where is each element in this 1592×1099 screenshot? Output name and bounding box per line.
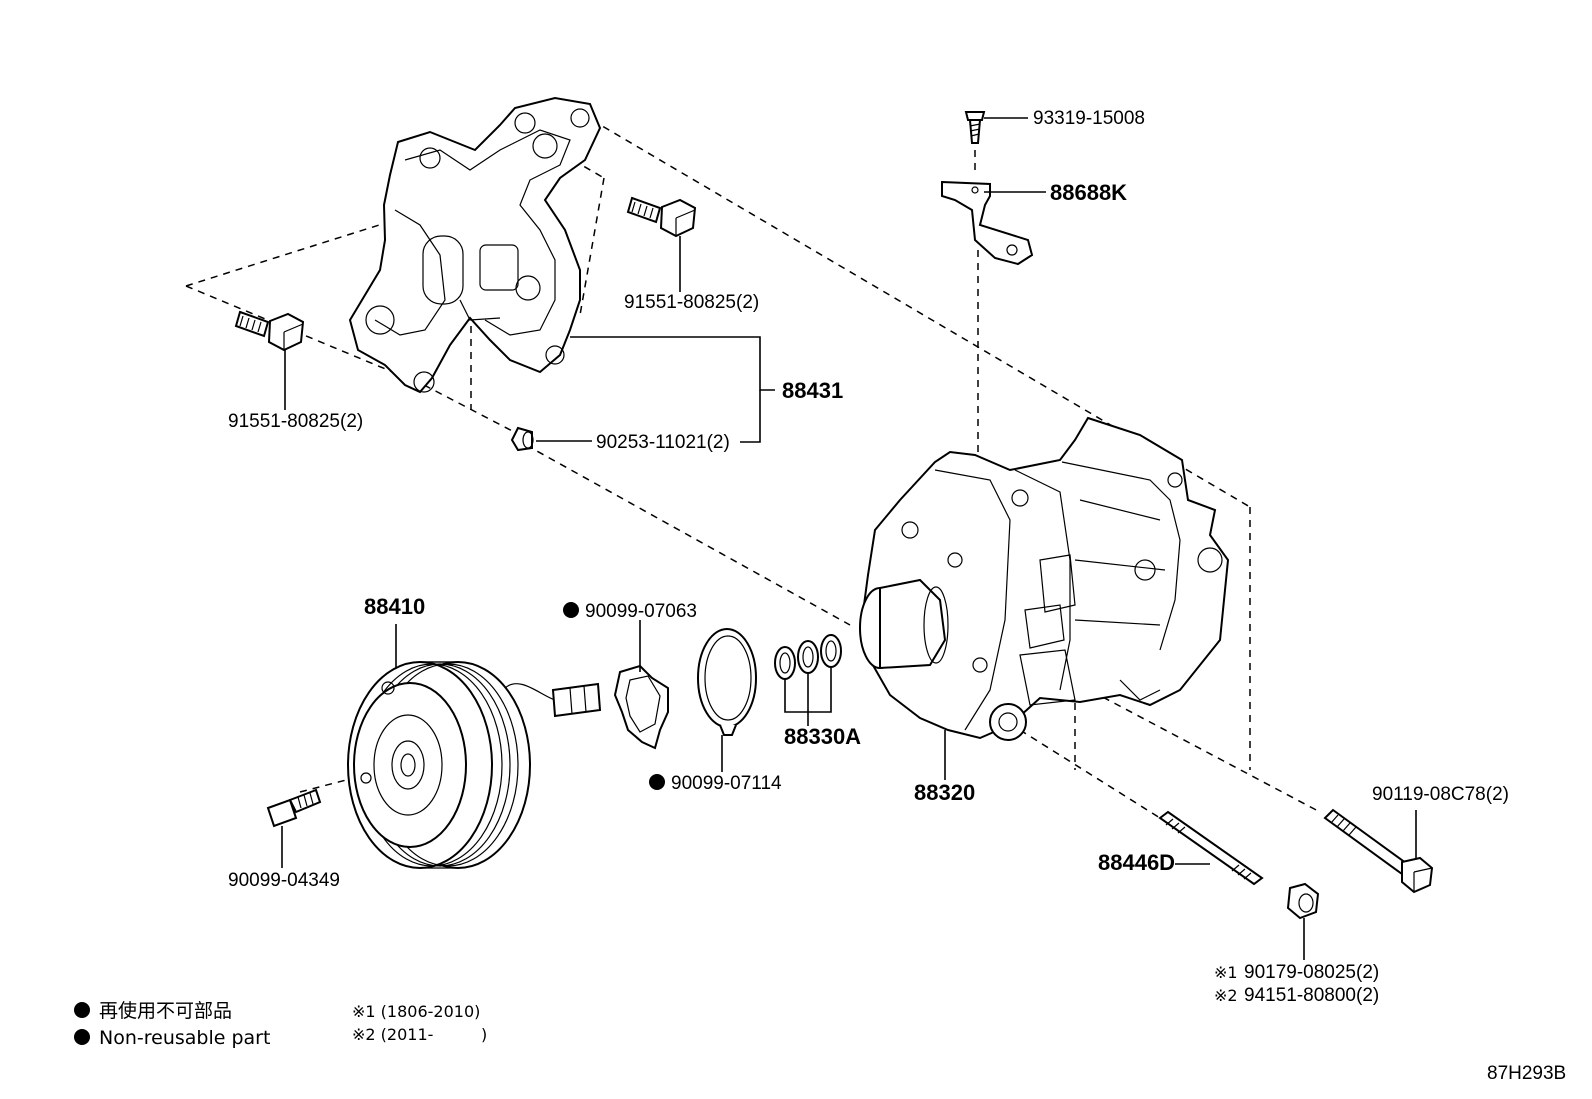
label-90099-07063[interactable]: 90099-07063 bbox=[585, 601, 697, 622]
gasket-drawing bbox=[613, 664, 669, 750]
legend-note-2-close: ) bbox=[481, 1025, 487, 1044]
small-bracket-drawing bbox=[941, 180, 1034, 266]
snap-ring-drawing bbox=[697, 628, 757, 736]
bolt-left-drawing bbox=[234, 310, 305, 352]
label-90099-04349[interactable]: 90099-04349 bbox=[228, 870, 340, 891]
nut-drawing bbox=[1286, 882, 1320, 920]
long-bolt-drawing bbox=[1323, 808, 1434, 894]
part-labels: 93319-15008 88688K 91551-80825(2) 91551-… bbox=[228, 108, 1509, 1006]
legend-note-2: ※2 (2011- bbox=[352, 1025, 433, 1044]
label-90253-11021[interactable]: 90253-11021(2) bbox=[596, 432, 730, 453]
legend-non-reusable-en: Non-reusable part bbox=[99, 1027, 270, 1049]
non-reusable-dot bbox=[649, 774, 665, 790]
diagram-id: 87H293B bbox=[1487, 1063, 1566, 1084]
label-bolt-upper-mid[interactable]: 91551-80825(2) bbox=[624, 292, 759, 313]
label-93319-15008[interactable]: 93319-15008 bbox=[1033, 108, 1145, 129]
legend: 再使用不可部品 Non-reusable part ※1 (1806-2010)… bbox=[74, 1000, 487, 1049]
label-90119-08C78[interactable]: 90119-08C78(2) bbox=[1372, 784, 1509, 805]
small-screw-drawing bbox=[964, 111, 986, 144]
note-mark-1: ※1 bbox=[1214, 963, 1238, 982]
label-88446D[interactable]: 88446D bbox=[1098, 850, 1175, 875]
collar-drawing bbox=[510, 426, 534, 452]
label-94151-80800[interactable]: 94151-80800(2) bbox=[1244, 985, 1379, 1006]
label-88320[interactable]: 88320 bbox=[914, 780, 975, 805]
legend-dot bbox=[74, 1029, 90, 1045]
legend-dot bbox=[74, 1002, 90, 1018]
bracket-main-drawing bbox=[348, 96, 602, 394]
note-mark-2: ※2 bbox=[1214, 986, 1238, 1005]
shims-drawing bbox=[774, 634, 842, 680]
label-bolt-left[interactable]: 91551-80825(2) bbox=[228, 411, 363, 432]
label-88688K[interactable]: 88688K bbox=[1050, 180, 1127, 205]
leader-lines bbox=[281, 117, 1417, 960]
stud-bolt-drawing bbox=[1158, 810, 1264, 886]
label-90099-07114[interactable]: 90099-07114 bbox=[671, 773, 782, 794]
bolt-upper-mid-drawing bbox=[626, 196, 697, 238]
clutch-drawing bbox=[347, 661, 602, 869]
label-88410[interactable]: 88410 bbox=[364, 594, 425, 619]
label-90179-08025[interactable]: 90179-08025(2) bbox=[1244, 962, 1379, 983]
compressor-drawing bbox=[859, 416, 1230, 741]
label-88431[interactable]: 88431 bbox=[782, 378, 843, 403]
legend-note-1: ※1 (1806-2010) bbox=[352, 1002, 480, 1021]
non-reusable-dot bbox=[563, 602, 579, 618]
label-88330A[interactable]: 88330A bbox=[784, 724, 861, 749]
clutch-bolt-drawing bbox=[266, 788, 322, 828]
legend-non-reusable-jp: 再使用不可部品 bbox=[99, 1000, 232, 1022]
